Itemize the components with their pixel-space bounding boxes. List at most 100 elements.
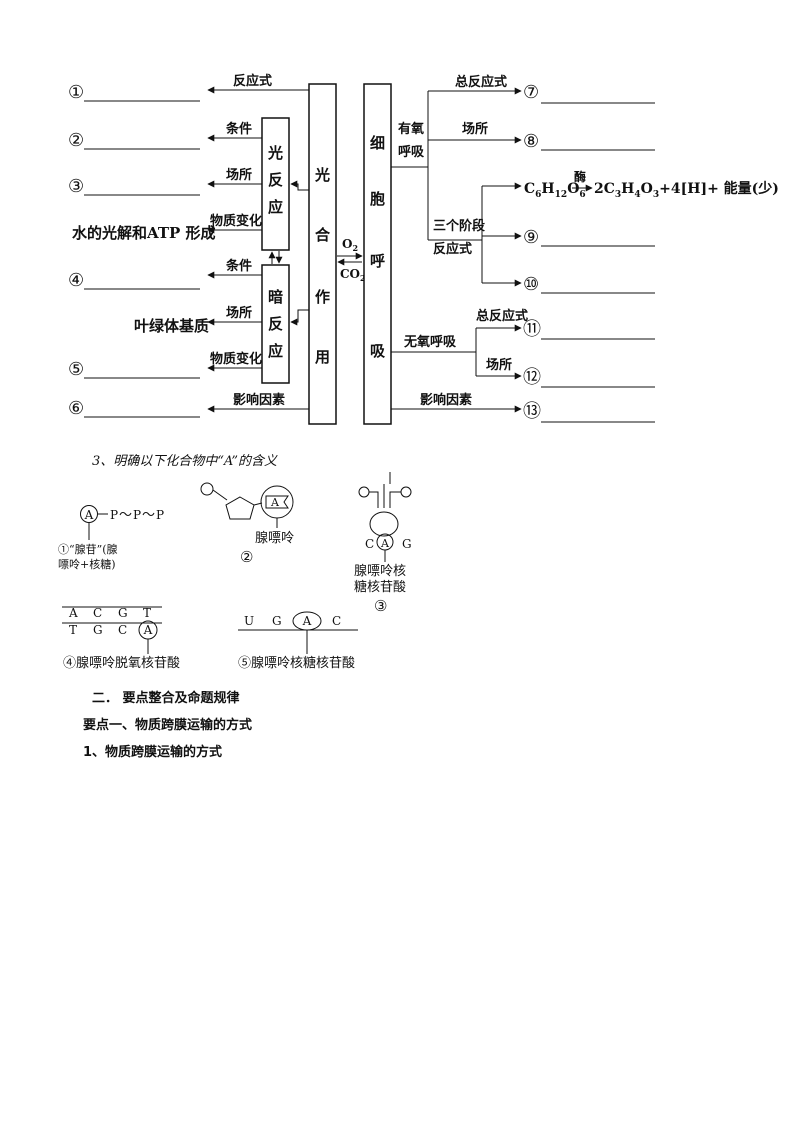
label-location-1: 场所 [226, 167, 252, 183]
dark-reaction-char-1: 暗 [268, 288, 283, 306]
phosphate-circle [200, 482, 214, 496]
respiration-char-1: 细 [370, 134, 385, 152]
compound1-p2: P [133, 508, 141, 522]
label-condition-1: 条件 [226, 121, 252, 137]
left-label-2: ② [68, 130, 84, 151]
right-label-11: ⑪ [523, 319, 541, 340]
trna-right-loop [400, 486, 412, 498]
trna-left-arm [369, 491, 379, 508]
right-label-12: ⑫ [523, 367, 541, 388]
point-1-title: 要点一、物质跨膜运输的方式 [83, 718, 253, 733]
rna-1: U [244, 614, 254, 628]
compound3-label-1: 腺嘌呤核 [354, 563, 406, 579]
left-label-3: ③ [68, 176, 84, 197]
light-reaction-char-3: 应 [268, 198, 283, 216]
trna-left-loop [358, 486, 370, 498]
dna-top-3: G [118, 606, 128, 620]
compound3-label-2: 糖核苷酸 [354, 579, 406, 595]
respiration-char-4: 吸 [370, 342, 386, 360]
arrow-to-light [290, 180, 309, 191]
light-reaction-char-1: 光 [267, 144, 283, 162]
photosynthesis-char-3: 作 [315, 288, 330, 306]
label-location-2: 场所 [226, 305, 252, 321]
label-reaction: 反应式 [233, 73, 272, 89]
label-factors-right: 影响因素 [420, 392, 472, 408]
photosynthesis-char-4: 用 [315, 348, 330, 366]
label-material-change-2: 物质变化 [210, 351, 262, 367]
rna-3: A [302, 614, 312, 628]
respiration-char-3: 呼 [370, 252, 385, 270]
dna-top-2: C [93, 606, 102, 620]
trna-anticodon-loop [369, 511, 399, 537]
compound2-bond-1 [212, 489, 228, 501]
label-total-reaction-2: 总反应式 [476, 308, 528, 324]
reaction-label-2: 反应式 [433, 241, 472, 257]
dna-bottom-2: G [93, 623, 103, 637]
rna-2: G [272, 614, 282, 628]
light-reaction-char-2: 反 [268, 171, 283, 189]
label-location-3: 场所 [462, 121, 488, 137]
glucose-formula: C6H12O6 [524, 181, 586, 200]
compound1-a: A [84, 508, 94, 522]
aerobic-label-1: 有氧 [398, 121, 424, 137]
section-2-title: 二． 要点整合及命题规律 [92, 691, 240, 706]
photosynthesis-char-1: 光 [314, 166, 330, 184]
compound1-tilde1: ～ [119, 508, 132, 523]
label-factors-left: 影响因素 [233, 392, 285, 408]
label-total-reaction-1: 总反应式 [455, 74, 507, 90]
dna-bottom-3: C [118, 623, 127, 637]
compound5-caption: ⑤腺嘌呤核糖核苷酸 [238, 655, 355, 671]
rna-4: C [332, 614, 341, 628]
photosynthesis-box [308, 83, 337, 425]
compound3-g: G [402, 537, 412, 551]
section-3-title: 3、明确以下化合物中“A”的含义 [92, 454, 278, 469]
dna-top-1: A [68, 606, 78, 620]
compound3-a: A [380, 537, 390, 550]
right-label-10: ⑩ [523, 274, 539, 295]
compound1-tilde2: ～ [142, 508, 155, 523]
compound1-p3: P [156, 508, 164, 522]
label-material-change-1: 物质变化 [210, 213, 262, 229]
subsection-1-title: 1、物质跨膜运输的方式 [83, 745, 223, 760]
compound1-caption-1: ①“腺苷”(腺 [58, 542, 118, 556]
co2-label: CO2 [340, 267, 366, 283]
dna-bottom-1: T [69, 623, 77, 637]
cell-respiration-box [363, 83, 392, 425]
compound1-circle [80, 505, 98, 523]
right-label-7: ⑦ [523, 82, 539, 103]
left-label-1: ① [68, 82, 84, 103]
compound2-a: A [270, 496, 280, 509]
aerobic-label-2: 呼吸 [398, 144, 425, 160]
o2-label: O2 [342, 237, 358, 253]
photosynthesis-char-2: 合 [314, 226, 331, 244]
left-label-4: ④ [68, 270, 84, 291]
ribose-pentagon [225, 496, 255, 520]
compound2-base-flag [265, 495, 289, 509]
dark-reaction-char-2: 反 [268, 315, 283, 333]
label-condition-2: 条件 [226, 258, 252, 274]
label-location-4: 场所 [486, 357, 512, 373]
compound1-p1: P [110, 508, 118, 522]
arrow-to-dark [290, 309, 309, 326]
dna-bottom-4: A [143, 623, 153, 637]
water-photolysis-text: 水的光解和ATP 形成 [72, 224, 215, 242]
right-label-13: ⑬ [523, 401, 541, 422]
dark-reaction-char-3: 应 [268, 342, 283, 360]
light-reaction-box [261, 117, 290, 251]
compound4-caption: ④腺嘌呤脱氧核苷酸 [63, 655, 180, 671]
left-label-5: ⑤ [68, 359, 84, 380]
right-label-8: ⑧ [523, 131, 539, 152]
respiration-char-2: 胞 [369, 190, 385, 208]
compound3-number: ③ [374, 597, 387, 615]
compound2-number: ② [240, 548, 253, 566]
right-label-9: ⑨ [523, 227, 539, 248]
dna-top-4: T [143, 606, 151, 620]
stroma-text: 叶绿体基质 [134, 317, 209, 335]
lactic-acid-formula: 2C3H4O3+4[H]+ 能量(少) [594, 180, 779, 200]
left-label-6: ⑥ [68, 398, 84, 419]
compound2-label: 腺嘌呤 [255, 530, 294, 546]
compound3-c: C [365, 537, 374, 551]
trna-stem-right [389, 491, 401, 508]
enzyme-label: 酶 [574, 169, 586, 184]
